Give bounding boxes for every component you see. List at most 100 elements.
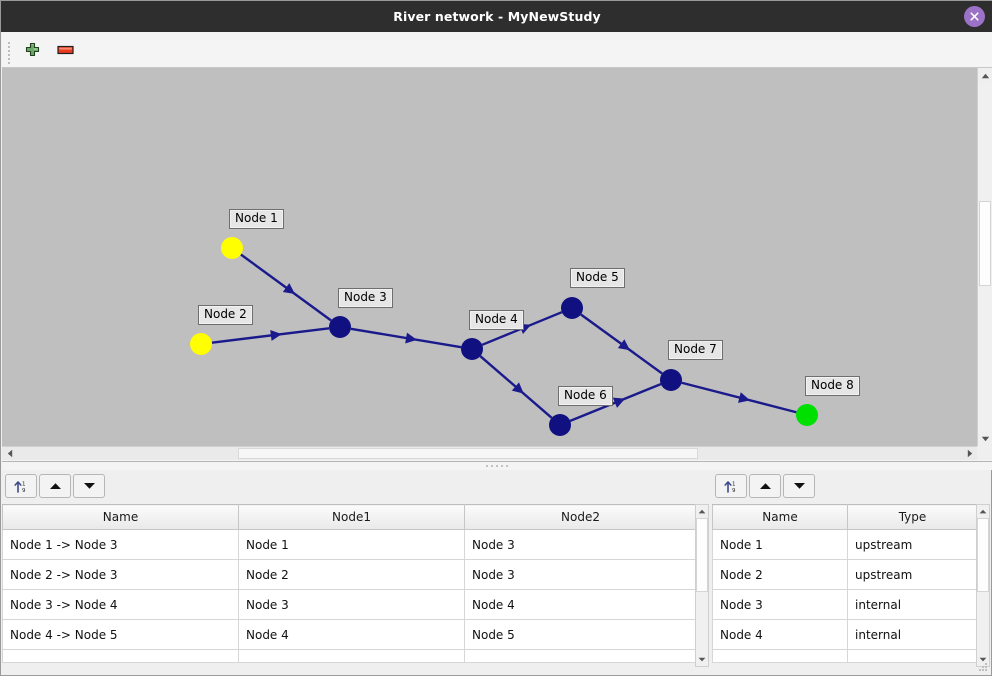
edge-arrow-icon — [617, 339, 631, 351]
table-cell[interactable] — [712, 649, 848, 663]
column-header-node1[interactable]: Node1 — [238, 504, 465, 530]
column-header-name[interactable]: Name — [2, 504, 239, 530]
table-cell[interactable]: internal — [847, 619, 978, 650]
table-cell[interactable]: Node 3 — [464, 529, 697, 560]
table-cell[interactable]: Node 1 -> Node 3 — [2, 529, 239, 560]
table-cell[interactable]: upstream — [847, 559, 978, 590]
table-cell[interactable]: Node 3 — [464, 559, 697, 590]
toolbar-grip[interactable] — [7, 40, 12, 64]
graph-node[interactable] — [561, 297, 583, 319]
graph-vscroll-track[interactable] — [978, 83, 992, 431]
horizontal-splitter[interactable] — [2, 460, 992, 470]
graph-node[interactable] — [660, 369, 682, 391]
edge-line[interactable] — [681, 381, 797, 414]
delete-icon[interactable] — [52, 37, 78, 63]
table-cell[interactable]: Node 1 — [712, 529, 848, 560]
table-cell[interactable]: Node 2 — [238, 559, 465, 590]
table-cell[interactable] — [847, 649, 978, 663]
nodes-move-down-icon[interactable] — [783, 474, 815, 498]
nodes-scroll-up-icon[interactable] — [977, 505, 989, 518]
branches-scroll-up-icon[interactable] — [696, 505, 708, 518]
scroll-right-icon[interactable] — [962, 447, 977, 460]
graph-node-label[interactable]: Node 6 — [558, 386, 613, 406]
nodes-move-up-icon[interactable] — [749, 474, 781, 498]
graph-node-label[interactable]: Node 2 — [198, 305, 253, 325]
scroll-up-icon[interactable] — [978, 68, 992, 83]
branches-sort-icon[interactable]: 1 9 — [5, 474, 37, 498]
graph-node[interactable] — [461, 338, 483, 360]
table-cell[interactable]: Node 2 — [712, 559, 848, 590]
svg-text:1: 1 — [732, 481, 736, 487]
table-row-empty[interactable] — [712, 649, 978, 663]
table-cell[interactable]: Node 3 — [238, 589, 465, 620]
branches-vscroll-thumb[interactable] — [696, 518, 708, 592]
table-cell[interactable]: Node 3 -> Node 4 — [2, 589, 239, 620]
network-canvas[interactable]: Node 1 Node 2 Node 3 Node 4 Node 5 Node 6 Node… — [2, 68, 977, 446]
column-header-node2[interactable]: Node2 — [464, 504, 697, 530]
table-cell[interactable]: Node 2 -> Node 3 — [2, 559, 239, 590]
edge-line[interactable] — [350, 327, 462, 349]
table-cell[interactable]: Node 4 — [712, 619, 848, 650]
graph-vertical-scrollbar[interactable] — [977, 68, 992, 446]
branches-vertical-scrollbar[interactable] — [695, 504, 709, 667]
graph-node-label[interactable]: Node 3 — [338, 288, 393, 308]
branches-scroll-down-icon[interactable] — [696, 653, 708, 666]
table-row-empty[interactable] — [2, 649, 697, 663]
graph-node-label[interactable]: Node 5 — [570, 268, 625, 288]
add-icon[interactable] — [19, 37, 45, 63]
nodes-sort-icon[interactable]: 1 9 — [715, 474, 747, 498]
graph-node-label[interactable]: Node 1 — [229, 209, 284, 229]
graph-node-label[interactable]: Node 8 — [805, 376, 860, 396]
nodes-scroll-down-icon[interactable] — [977, 653, 989, 666]
window-title: River network - MyNewStudy — [393, 9, 601, 24]
column-header-type[interactable]: Type — [847, 504, 978, 530]
graph-node[interactable] — [221, 237, 243, 259]
graph-node[interactable] — [549, 414, 571, 436]
graph-node-label[interactable]: Node 7 — [668, 340, 723, 360]
graph-horizontal-scrollbar[interactable] — [2, 446, 977, 460]
table-cell[interactable]: Node 3 — [712, 589, 848, 620]
branches-move-up-icon[interactable] — [39, 474, 71, 498]
table-cell[interactable] — [464, 649, 697, 663]
table-cell[interactable]: internal — [847, 589, 978, 620]
nodes-vscroll-thumb[interactable] — [977, 518, 989, 592]
graph-vscroll-thumb[interactable] — [979, 201, 991, 286]
table-cell[interactable]: Node 4 -> Node 5 — [2, 619, 239, 650]
scroll-down-icon[interactable] — [978, 431, 992, 446]
window-resize-grip[interactable] — [978, 662, 988, 672]
column-header-name[interactable]: Name — [712, 504, 848, 530]
scroll-left-icon[interactable] — [2, 447, 17, 460]
graph-node[interactable] — [190, 333, 212, 355]
table-cell[interactable] — [2, 649, 239, 663]
table-cell[interactable]: Node 1 — [238, 529, 465, 560]
close-icon[interactable] — [964, 6, 985, 27]
main-toolbar — [2, 32, 992, 68]
nodes-vertical-scrollbar[interactable] — [976, 504, 990, 667]
table-cell[interactable]: Node 5 — [464, 619, 697, 650]
graph-node-label[interactable]: Node 4 — [469, 310, 524, 330]
edge-line[interactable] — [211, 327, 330, 344]
branches-move-down-icon[interactable] — [73, 474, 105, 498]
graph-node[interactable] — [796, 404, 818, 426]
table-cell[interactable] — [238, 649, 465, 663]
table-cell[interactable]: upstream — [847, 529, 978, 560]
graph-hscroll-thumb[interactable] — [238, 448, 698, 459]
edge-line[interactable] — [240, 253, 332, 322]
table-cell[interactable]: Node 4 — [464, 589, 697, 620]
network-diagram-panel: Node 1 Node 2 Node 3 Node 4 Node 5 Node 6 Node… — [2, 68, 992, 460]
graph-node[interactable] — [329, 316, 351, 338]
svg-text:1: 1 — [22, 481, 26, 487]
table-cell[interactable]: Node 4 — [238, 619, 465, 650]
